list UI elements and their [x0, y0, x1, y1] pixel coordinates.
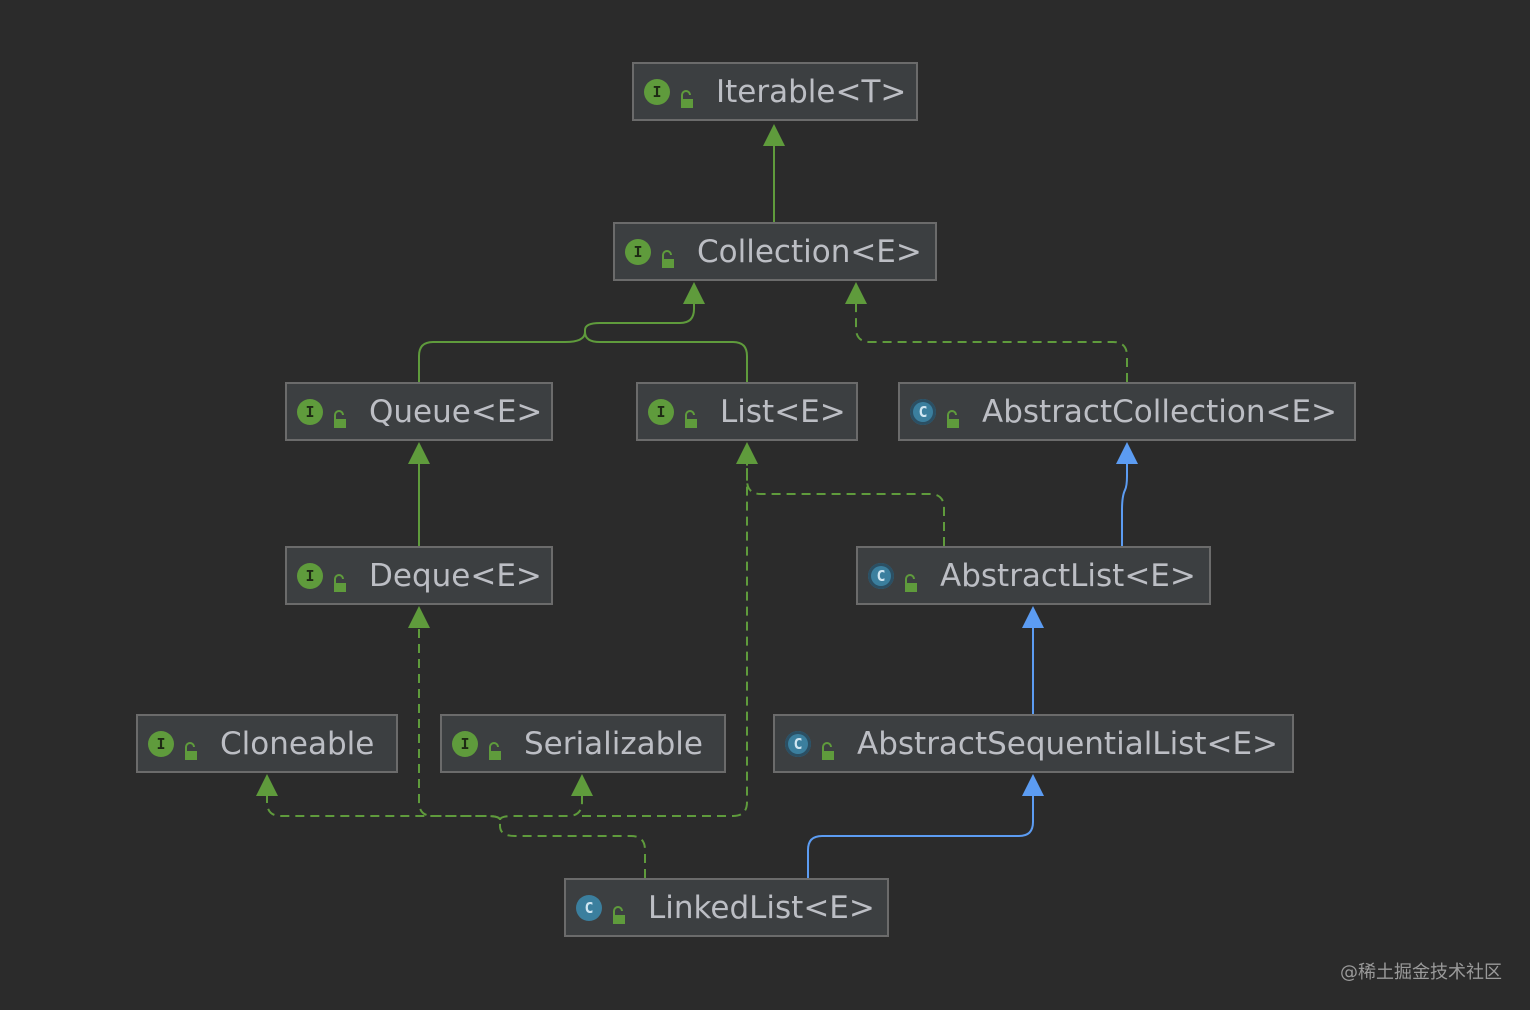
- edge-abstractlist-to-abstractcollection: [1121, 464, 1128, 546]
- unlock-icon: [944, 402, 962, 428]
- arrowhead-iterable: [763, 124, 785, 146]
- node-label: AbstractList<E>: [940, 557, 1196, 594]
- node-label: Deque<E>: [369, 557, 542, 594]
- arrowhead-abstractlist: [1022, 606, 1044, 628]
- node-cloneable[interactable]: I Cloneable: [136, 714, 398, 773]
- arrowhead-queue: [408, 442, 430, 464]
- edge-linkedlist-to-list: [582, 464, 748, 817]
- node-label: Cloneable: [220, 725, 375, 762]
- unlock-icon: [678, 82, 696, 108]
- node-collection[interactable]: I Collection<E>: [613, 222, 937, 281]
- interface-icon: I: [452, 730, 478, 757]
- abstract-class-icon: C: [785, 730, 811, 757]
- arrowhead-serializable: [571, 774, 593, 796]
- node-label: LinkedList<E>: [648, 889, 875, 926]
- interface-icon: I: [297, 562, 323, 589]
- unlock-icon: [819, 734, 837, 760]
- abstract-class-icon: C: [868, 562, 894, 589]
- unlock-icon: [902, 566, 920, 592]
- arrowhead-abstractsequentiallist: [1022, 774, 1044, 796]
- node-label: Queue<E>: [369, 393, 543, 430]
- node-label: Serializable: [524, 725, 703, 762]
- arrowhead-collection: [683, 282, 705, 304]
- class-icon: C: [576, 894, 602, 921]
- interface-icon: I: [148, 730, 174, 757]
- node-abstractsequentiallist[interactable]: C AbstractSequentialList<E>: [773, 714, 1294, 773]
- node-label: Iterable<T>: [716, 73, 907, 110]
- edge-linkedlist-to-abstractsequentiallist: [807, 796, 1034, 878]
- edge-abstractlist-to-list: [746, 464, 945, 546]
- node-abstractlist[interactable]: C AbstractList<E>: [856, 546, 1211, 605]
- node-linkedlist[interactable]: C LinkedList<E>: [564, 878, 889, 937]
- interface-icon: I: [644, 78, 670, 105]
- node-label: AbstractSequentialList<E>: [857, 725, 1279, 762]
- edge-list-to-collection: [584, 331, 748, 382]
- interface-icon: I: [297, 398, 323, 425]
- node-deque[interactable]: I Deque<E>: [285, 546, 553, 605]
- arrowhead-deque: [408, 606, 430, 628]
- unlock-icon: [682, 402, 700, 428]
- unlock-icon: [610, 898, 628, 924]
- arrowhead-abstractcollection: [1116, 442, 1138, 464]
- edge-linkedlist-to-deque: [418, 628, 501, 821]
- arrowhead-list: [736, 442, 758, 464]
- node-serializable[interactable]: I Serializable: [440, 714, 726, 773]
- node-label: List<E>: [720, 393, 846, 430]
- arrowhead-cloneable: [256, 774, 278, 796]
- interface-icon: I: [625, 238, 651, 265]
- interface-icon: I: [648, 398, 674, 425]
- unlock-icon: [331, 402, 349, 428]
- node-label: Collection<E>: [697, 233, 922, 270]
- node-queue[interactable]: I Queue<E>: [285, 382, 553, 441]
- node-iterable[interactable]: I Iterable<T>: [632, 62, 918, 121]
- watermark: @稀土掘金技术社区: [1340, 962, 1502, 983]
- unlock-icon: [331, 566, 349, 592]
- node-list[interactable]: I List<E>: [636, 382, 858, 441]
- unlock-icon: [659, 242, 677, 268]
- edge-abstractcollection-to-collection: [855, 304, 1128, 382]
- unlock-icon: [486, 734, 504, 760]
- unlock-icon: [182, 734, 200, 760]
- arrowhead-collection: [845, 282, 867, 304]
- abstract-class-icon: C: [910, 398, 936, 425]
- node-abstractcollection[interactable]: C AbstractCollection<E>: [898, 382, 1356, 441]
- node-label: AbstractCollection<E>: [982, 393, 1338, 430]
- edge-linkedlist-to-cloneable: [266, 796, 646, 878]
- edge-queue-to-collection: [418, 304, 695, 382]
- edge-linkedlist-to-serializable: [499, 796, 583, 821]
